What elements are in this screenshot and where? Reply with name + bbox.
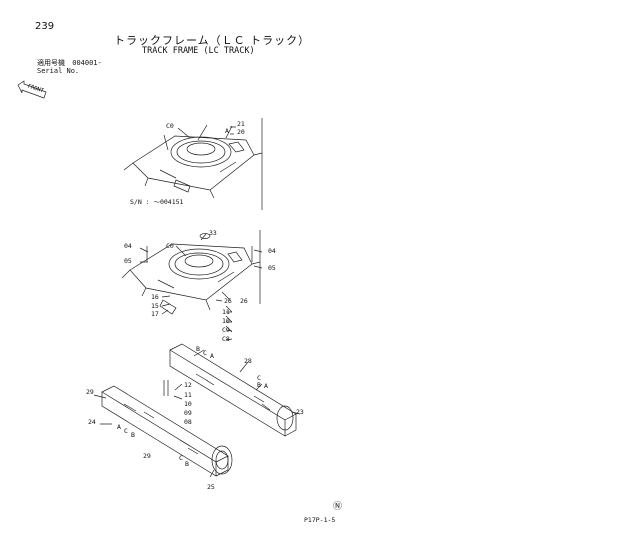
part-label-15: 15	[151, 302, 159, 310]
part-label-24: 24	[88, 418, 96, 426]
part-label-20: 20	[237, 128, 245, 136]
part-label-26-b: 26	[240, 297, 248, 305]
part-label-a-lower: A	[117, 423, 121, 431]
part-label-26-a: 26	[224, 297, 232, 305]
part-label-05-left: 05	[124, 257, 132, 265]
part-label-b-lower: B	[131, 431, 135, 439]
part-label-29-low: 29	[143, 452, 151, 460]
part-label-05-right: 05	[268, 264, 276, 272]
part-label-b-right: B	[257, 381, 261, 389]
serial-label-en: Serial No.	[37, 67, 80, 75]
part-label-a-right: A	[264, 382, 268, 390]
part-label-10-mid: 10	[222, 317, 230, 325]
page-number: 239	[35, 21, 55, 32]
part-label-b-bottom: B	[185, 460, 189, 468]
part-label-16: 16	[151, 293, 159, 301]
part-label-10-low: 10	[184, 400, 192, 408]
front-arrow-icon	[17, 80, 47, 99]
serial-note: S/N : ～004151	[130, 198, 184, 206]
title-english: TRACK FRAME (LC TRACK)	[142, 46, 255, 56]
part-label-a-upper: A	[210, 352, 214, 360]
part-label-a-top: A	[225, 127, 229, 135]
version-symbol: Ⓝ	[333, 502, 343, 512]
part-label-c-right: C	[257, 374, 261, 382]
part-label-33: 33	[209, 229, 217, 237]
serial-label-jp: 適用号機	[37, 59, 65, 67]
serial-value: 004001-	[72, 59, 102, 67]
part-label-c0-top: C0	[166, 122, 174, 130]
part-label-c8: C8	[222, 335, 230, 343]
page-code: P17P-1-5	[304, 516, 336, 524]
upper-frame-drawing-1	[123, 118, 263, 210]
part-label-c-bottom: C	[179, 454, 183, 462]
part-label-c0-mid: C0	[166, 242, 174, 250]
part-label-c9: C9	[222, 326, 230, 334]
part-label-04-right: 04	[268, 247, 276, 255]
part-label-c-lower: C	[124, 427, 128, 435]
part-label-17: 17	[151, 310, 159, 318]
part-label-04-left: 04	[124, 242, 132, 250]
part-label-c-upper: C	[203, 349, 207, 357]
part-label-23: 23	[296, 408, 304, 416]
part-label-08: 08	[184, 418, 192, 426]
part-label-11-low: 11	[184, 391, 192, 399]
part-label-11-mid: 11	[222, 308, 230, 316]
upper-frame-drawing-2	[121, 230, 261, 333]
part-label-25: 25	[207, 483, 215, 491]
title-japanese: トラックフレーム（ＬＣ トラック）	[114, 34, 311, 47]
track-frame-drawing	[101, 343, 297, 477]
part-label-21: 21	[237, 120, 245, 128]
part-label-09: 09	[184, 409, 192, 417]
part-label-b-upper: B	[196, 345, 200, 353]
part-label-28: 28	[244, 357, 252, 365]
part-label-29-left: 29	[86, 388, 94, 396]
part-label-12: 12	[184, 381, 192, 389]
serial-row-jp: 適用号機 004001-	[37, 60, 102, 67]
